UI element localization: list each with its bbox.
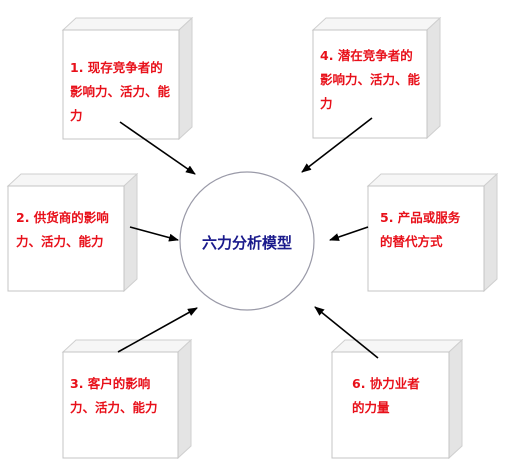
- arrow-3: [117, 307, 198, 353]
- box-2-shape: [6, 172, 139, 293]
- arrow-6: [314, 306, 379, 359]
- box-1-label: 1. 现存竞争者的影响力、活力、能力: [70, 60, 171, 123]
- box-4-label: 4. 潜在竞争者的影响力、活力、能力: [320, 48, 421, 111]
- box-6-label: 6. 协力业者的力量: [352, 376, 420, 415]
- arrow-2: [129, 226, 179, 242]
- arrow-5: [329, 226, 369, 241]
- box-4-shape: [311, 16, 442, 140]
- center-circle: [179, 171, 315, 311]
- arrow-4: [301, 117, 373, 173]
- box-1-shape: [61, 16, 194, 141]
- box-3-label: 3. 客户的影响力、活力、能力: [70, 376, 158, 415]
- box-5-shape: [366, 172, 499, 293]
- box-3-shape: [61, 338, 193, 460]
- box-5-label: 5. 产品或服务的替代方式: [380, 210, 461, 249]
- box-2-label: 2. 供货商的影响力、活力、能力: [16, 210, 109, 249]
- center-label: 六力分析模型: [201, 234, 292, 252]
- box-6-shape: [330, 338, 464, 460]
- arrow-1: [119, 121, 196, 175]
